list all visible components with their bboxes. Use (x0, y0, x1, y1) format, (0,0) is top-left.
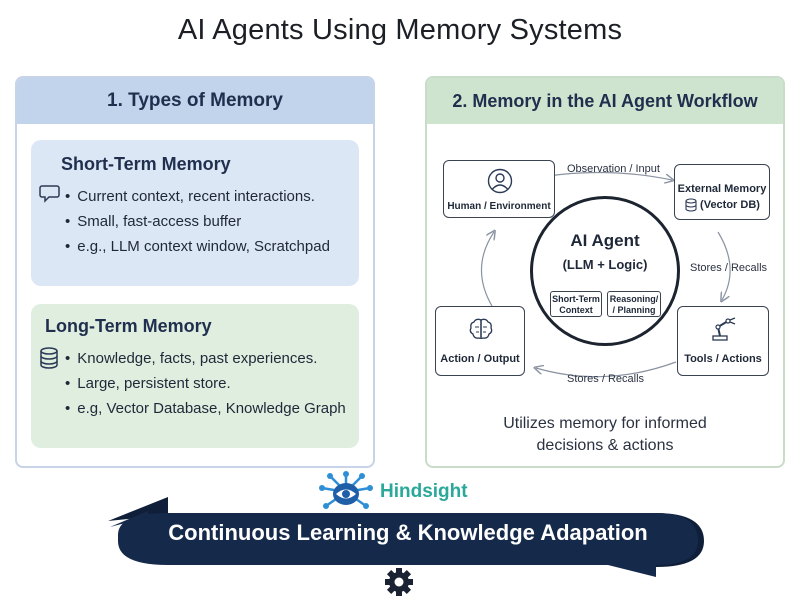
brand: Hindsight (318, 470, 468, 514)
ai-agent-core: AI Agent (LLM + Logic) (530, 196, 680, 346)
tools-actions-node: Tools / Actions (677, 306, 769, 376)
ai-agent-subtitle: (LLM + Logic) (562, 257, 648, 272)
ai-agent-title: AI Agent (570, 231, 640, 250)
workflow-caption-line1: Utilizes memory for informed (503, 415, 707, 432)
brand-name: Hindsight (380, 481, 468, 502)
human-node-label: Human / Environment (447, 201, 551, 212)
stores-recalls-right-label: Stores / Recalls (690, 262, 768, 274)
types-panel-heading: 1. Types of Memory (17, 78, 373, 124)
workflow-panel-heading: 2. Memory in the AI Agent Workflow (427, 78, 783, 124)
page-title: AI Agents Using Memory Systems (177, 14, 623, 46)
long-term-memory-card: Long-Term Memory Knowledge, facts, past … (31, 304, 359, 448)
long-term-list: Knowledge, facts, past experiences. Larg… (65, 346, 346, 421)
external-memory-node: External Memory (Vector DB) (674, 164, 770, 220)
long-term-title: Long-Term Memory (45, 316, 212, 336)
database-icon (40, 347, 58, 369)
action-output-label: Action / Output (440, 353, 520, 365)
robot-arm-icon (712, 317, 736, 341)
types-of-memory-panel: 1. Types of Memory Short-Term Memory Cur… (15, 76, 375, 468)
brain-icon (469, 318, 493, 339)
observation-input-label: Observation / Input (567, 163, 660, 175)
gear-icon (385, 568, 413, 596)
list-item: Knowledge, facts, past experiences. (65, 346, 346, 371)
chat-bubble-icon (39, 185, 60, 203)
list-item: Small, fast-access buffer (65, 209, 330, 234)
short-term-context-box: Short-Term Context (550, 291, 602, 317)
learning-banner (108, 497, 704, 577)
reasoning-planning-box: Reasoning/ / Planning (607, 291, 661, 317)
human-environment-node: Human / Environment (443, 160, 555, 218)
list-item: Large, persistent store. (65, 371, 346, 396)
workflow-caption-line2: decisions & actions (536, 437, 674, 454)
action-output-node: Action / Output (435, 306, 525, 376)
stores-recalls-bottom-label: Stores / Recalls (567, 373, 645, 385)
hindsight-logo-icon (319, 471, 373, 509)
list-item: e.g, Vector Database, Knowledge Graph (65, 396, 346, 421)
tools-actions-label: Tools / Actions (684, 353, 762, 365)
list-item: Current context, recent interactions. (65, 184, 330, 209)
banner-text: Continuous Learning & Knowledge Adapatio… (168, 520, 648, 545)
external-memory-label: External Memory (677, 183, 767, 195)
short-term-memory-card: Short-Term Memory Current context, recen… (31, 140, 359, 286)
short-term-list: Current context, recent interactions. Sm… (65, 184, 330, 259)
workflow-caption: Utilizes memory for informed decisions &… (425, 413, 785, 457)
external-memory-sublabel: (Vector DB) (700, 199, 760, 211)
list-item: e.g., LLM context window, Scratchpad (65, 234, 330, 259)
short-term-title: Short-Term Memory (61, 154, 231, 174)
user-icon (487, 168, 513, 194)
database-icon (685, 198, 697, 212)
